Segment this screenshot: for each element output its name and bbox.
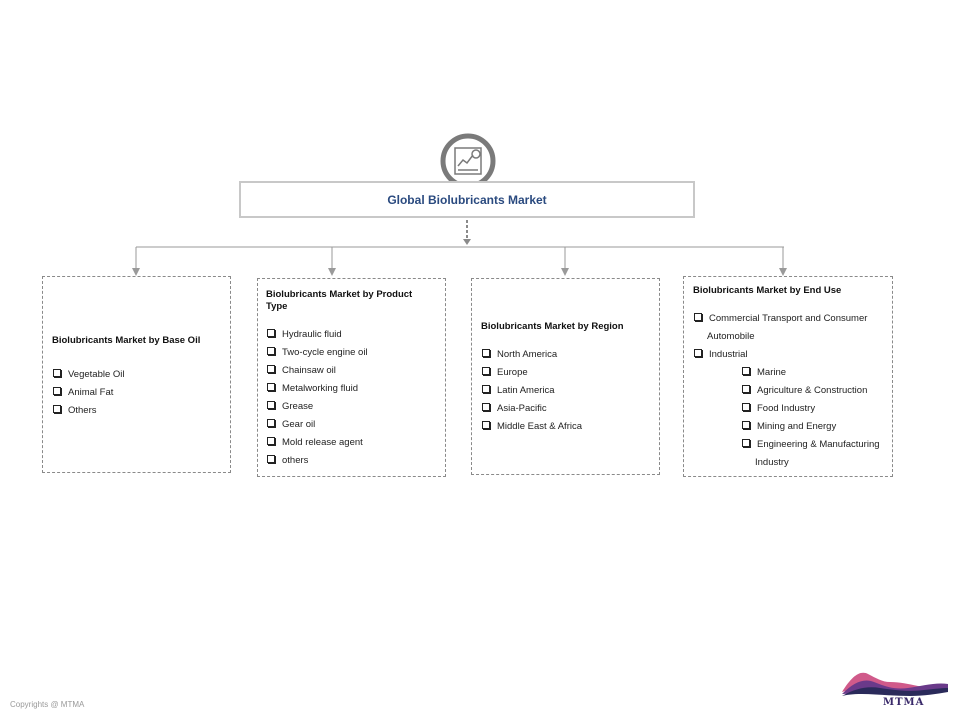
category-title-end-use: Biolubricants Market by End Use [693,285,842,296]
list-item: Asia-Pacific [482,403,547,415]
sub-list-item: Engineering & Manufacturing [742,439,880,451]
category-title-region: Biolubricants Market by Region [481,321,624,332]
market-report-icon [440,133,496,189]
list-item: Latin America [482,385,555,397]
sub-list-item: Food Industry [742,403,815,415]
copyright-text: Copyrights @ MTMA [10,700,85,709]
list-item: Gear oil [267,419,315,431]
list-item: Industrial [694,349,748,361]
list-item: Metalworking fluid [267,383,358,395]
logo-text: MTMA [883,697,925,708]
root-title: Global Biolubricants Market [239,181,695,218]
sub-list-item: Marine [742,367,786,379]
mtma-logo [842,672,948,696]
list-item: Commercial Transport and Consumer [694,313,867,325]
list-item: Vegetable Oil [53,369,125,381]
category-title-base-oil: Biolubricants Market by Base Oil [52,335,201,346]
list-item: Mold release agent [267,437,363,449]
category-box-base-oil [42,276,231,473]
list-item: Two-cycle engine oil [267,347,368,359]
list-item-continuation: Automobile [707,331,755,342]
sub-list-item: Agriculture & Construction [742,385,867,397]
list-item: Others [53,405,97,417]
list-item: Grease [267,401,313,413]
list-item: North America [482,349,557,361]
list-item: others [267,455,308,467]
list-item: Chainsaw oil [267,365,336,377]
category-box-region [471,278,660,475]
list-item: Europe [482,367,528,379]
list-item: Hydraulic fluid [267,329,342,341]
list-item: Animal Fat [53,387,113,399]
category-box-end-use [683,276,893,477]
list-item-continuation: Industry [755,457,789,468]
list-item: Middle East & Africa [482,421,582,433]
category-box-product-type [257,278,446,477]
sub-list-item: Mining and Energy [742,421,836,433]
